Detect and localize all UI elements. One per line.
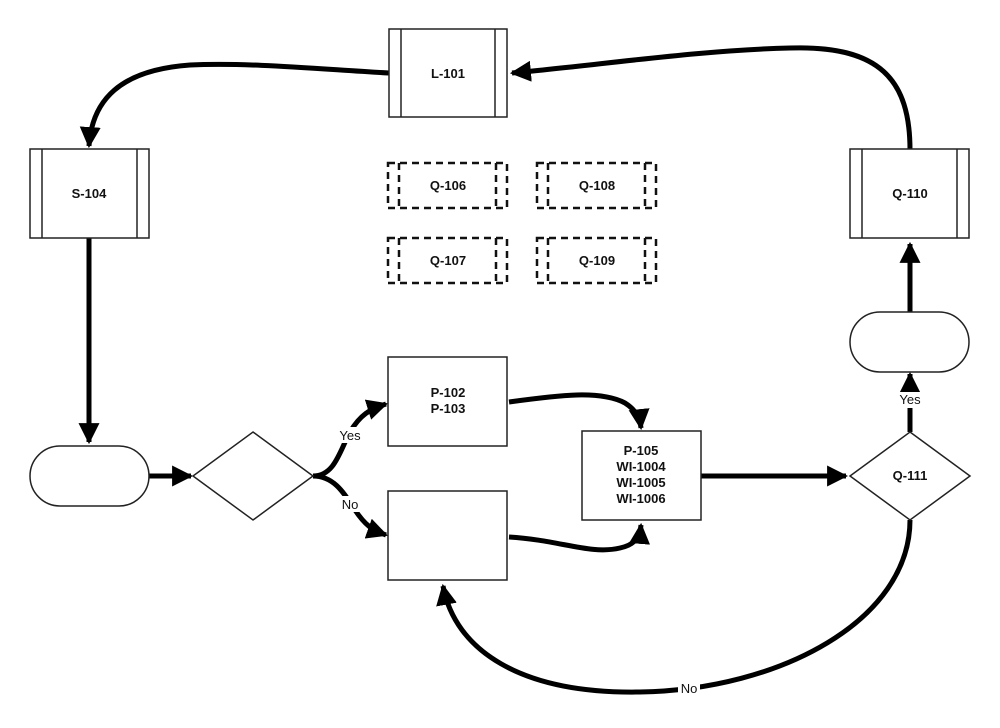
node-label: Q-111 bbox=[893, 468, 928, 483]
node-q106[interactable]: Q-106 bbox=[386, 161, 509, 210]
node-terminal-right[interactable] bbox=[849, 311, 970, 373]
node-label-line-1: P-102 bbox=[431, 385, 466, 400]
node-label: Q-110 bbox=[892, 186, 927, 201]
node-process-blank[interactable] bbox=[387, 490, 508, 581]
node-label-line-3: WI-1005 bbox=[616, 475, 665, 490]
edge-labels: Yes No Yes No bbox=[336, 392, 924, 696]
edge-label-yes-left: Yes bbox=[339, 428, 361, 443]
node-label: Q-107 bbox=[430, 253, 466, 268]
node-label: Q-106 bbox=[430, 178, 466, 193]
edge-label-no-left: No bbox=[342, 497, 359, 512]
node-label: Q-109 bbox=[579, 253, 615, 268]
node-q111[interactable]: Q-111 bbox=[848, 431, 972, 521]
node-label-line-4: WI-1006 bbox=[616, 491, 665, 506]
node-q109[interactable]: Q-109 bbox=[535, 236, 658, 285]
node-l101[interactable]: L-101 bbox=[388, 28, 508, 118]
node-label: L-101 bbox=[431, 66, 465, 81]
edge-q110-to-l101[interactable] bbox=[509, 45, 913, 151]
node-label: S-104 bbox=[72, 186, 107, 201]
edge-l101-to-s104[interactable] bbox=[79, 61, 390, 149]
node-q110[interactable]: Q-110 bbox=[849, 148, 970, 239]
node-decision-left[interactable] bbox=[191, 431, 315, 521]
node-q108[interactable]: Q-108 bbox=[535, 161, 658, 210]
node-q107[interactable]: Q-107 bbox=[386, 236, 509, 285]
edge-q111-no[interactable] bbox=[436, 519, 913, 695]
edge-p102-to-p105[interactable] bbox=[508, 392, 650, 431]
node-p102-p103[interactable]: P-102 P-103 bbox=[387, 356, 508, 447]
edge-blank-to-p105[interactable] bbox=[508, 522, 651, 553]
edge-label-no-bottom: No bbox=[681, 681, 698, 696]
node-p105-wi[interactable]: P-105 WI-1004 WI-1005 WI-1006 bbox=[581, 430, 702, 521]
node-label-line-1: P-105 bbox=[624, 443, 659, 458]
edge-label-yes-right: Yes bbox=[899, 392, 921, 407]
node-label-line-2: P-103 bbox=[431, 401, 466, 416]
node-terminal-left[interactable] bbox=[29, 445, 150, 507]
node-label: Q-108 bbox=[579, 178, 615, 193]
node-label-line-2: WI-1004 bbox=[616, 459, 666, 474]
node-s104[interactable]: S-104 bbox=[29, 148, 150, 239]
